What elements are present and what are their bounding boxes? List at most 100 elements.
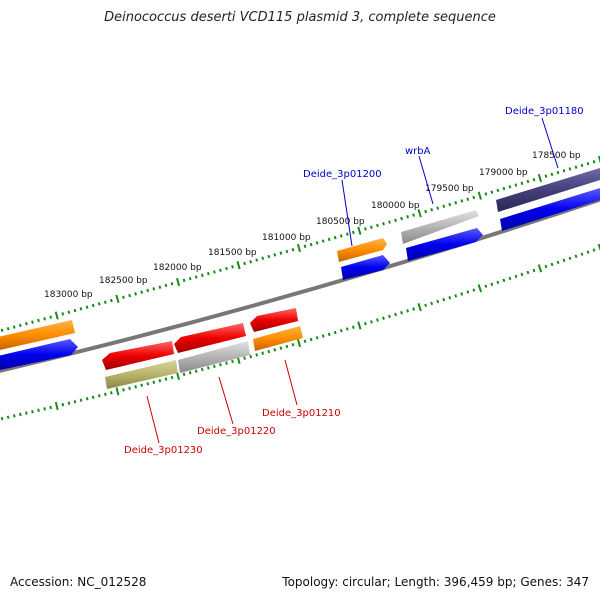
- ruler-minor-tick: [194, 275, 198, 279]
- cds-feature-blue[interactable]: [500, 188, 600, 231]
- ruler-minor-tick: [472, 195, 476, 200]
- ruler-minor-tick: [146, 382, 150, 386]
- map-title: Deinococcus deserti VCD115 plasmid 3, co…: [104, 10, 496, 25]
- ruler-minor-tick: [327, 332, 331, 337]
- gene-feature-purple[interactable]: [496, 168, 600, 212]
- ruler-minor-tick: [364, 227, 367, 231]
- gene-feature-red[interactable]: [250, 308, 298, 332]
- ruler-minor-tick: [309, 242, 313, 247]
- ruler-major-tick: [296, 243, 302, 253]
- ruler-minor-tick: [61, 312, 65, 316]
- ruler-minor-tick: [339, 329, 343, 333]
- ruler-minor-tick: [158, 285, 162, 289]
- cds-feature-blue[interactable]: [406, 228, 483, 261]
- ruler-minor-tick: [592, 248, 596, 252]
- gene-label-deide-3p01230[interactable]: Deide_3p01230: [124, 445, 203, 456]
- ruler-minor-tick: [182, 372, 186, 377]
- ruler-minor-tick: [43, 317, 46, 321]
- gene-label-deide-3p01180[interactable]: Deide_3p01180: [505, 106, 584, 117]
- ruler-label: 180000 bp: [371, 201, 420, 211]
- ruler-minor-tick: [12, 325, 16, 329]
- gene-feature-gray[interactable]: [401, 210, 479, 244]
- ruler-minor-tick: [303, 339, 307, 343]
- ruler-minor-tick: [466, 290, 470, 294]
- ruler-minor-tick: [556, 170, 560, 175]
- ruler-minor-tick: [188, 276, 192, 281]
- gene-feature-red[interactable]: [102, 341, 174, 370]
- ruler-major-tick: [537, 264, 543, 273]
- gene-feature-orange[interactable]: [337, 238, 387, 262]
- ruler-minor-tick: [267, 349, 271, 354]
- ruler-minor-tick: [0, 328, 4, 333]
- ruler-minor-tick: [134, 292, 137, 296]
- gene-label-deide-3p01220[interactable]: Deide_3p01220: [197, 426, 276, 437]
- ruler-minor-tick: [351, 230, 355, 235]
- cds-feature-blue[interactable]: [0, 339, 78, 370]
- ruler-minor-tick: [315, 336, 319, 340]
- ruler-minor-tick: [61, 402, 65, 407]
- ruler-minor-tick: [496, 188, 500, 193]
- ruler-minor-tick: [562, 169, 566, 173]
- ruler-major-tick: [477, 284, 483, 293]
- ruler-minor-tick: [285, 249, 289, 254]
- ruler-minor-tick: [273, 253, 277, 257]
- gene-feature-olive[interactable]: [105, 360, 178, 389]
- ruler-minor-tick: [496, 280, 500, 285]
- ruler-minor-tick: [490, 282, 494, 286]
- ruler-minor-tick: [152, 380, 156, 384]
- ruler-minor-tick: [514, 274, 518, 279]
- ruler-minor-tick: [97, 302, 101, 306]
- ruler-minor-tick: [430, 301, 434, 306]
- ruler-major-tick: [54, 311, 59, 320]
- ruler-minor-tick: [225, 361, 228, 365]
- gene-label-wrba[interactable]: wrbA: [405, 146, 431, 157]
- ruler-minor-tick: [249, 354, 253, 359]
- gene-feature-orange[interactable]: [0, 320, 75, 350]
- ruler-minor-tick: [97, 394, 101, 398]
- callout-line-deide-3p01180: [541, 117, 559, 169]
- ruler-minor-tick: [586, 250, 590, 254]
- ruler-minor-tick: [327, 237, 331, 242]
- ruler-label: 183000 bp: [44, 290, 93, 300]
- ruler-minor-tick: [291, 343, 295, 347]
- ruler-minor-tick: [285, 344, 289, 349]
- ruler-minor-tick: [502, 278, 506, 283]
- gene-label-deide-3p01200[interactable]: Deide_3p01200: [303, 169, 382, 180]
- ruler-minor-tick: [12, 414, 16, 418]
- ruler-minor-tick: [85, 305, 89, 309]
- gene-feature-orange[interactable]: [253, 326, 303, 351]
- ruler-minor-tick: [406, 309, 409, 313]
- cds-feature-blue[interactable]: [341, 255, 390, 280]
- ruler-minor-tick: [219, 363, 222, 367]
- ruler-minor-tick: [303, 244, 307, 248]
- ruler-minor-tick: [261, 256, 265, 260]
- ruler-minor-tick: [321, 239, 325, 243]
- ruler-minor-tick: [370, 320, 373, 324]
- ruler-minor-tick: [376, 318, 379, 322]
- ruler-minor-tick: [550, 172, 554, 177]
- ruler-minor-tick: [333, 330, 337, 335]
- ruler-minor-tick: [394, 312, 397, 317]
- ruler-major-tick: [176, 277, 181, 287]
- ruler-minor-tick: [122, 295, 125, 299]
- ruler-minor-tick: [454, 201, 458, 205]
- ruler-minor-tick: [520, 272, 524, 277]
- ruler-minor-tick: [592, 160, 596, 164]
- ruler-minor-tick: [370, 225, 373, 229]
- ruler-minor-tick: [200, 367, 204, 372]
- gene-feature-red[interactable]: [174, 323, 246, 353]
- ruler-minor-tick: [6, 415, 10, 419]
- ruler-label: 179000 bp: [479, 168, 528, 178]
- ruler-minor-tick: [6, 327, 10, 331]
- ruler-outer: [0, 155, 600, 333]
- ruler-minor-tick: [110, 298, 113, 303]
- ruler-minor-tick: [388, 314, 391, 319]
- ruler-minor-tick: [128, 386, 131, 391]
- plasmid-backbone: [0, 197, 600, 373]
- gene-label-deide-3p01210[interactable]: Deide_3p01210: [262, 408, 341, 419]
- ruler-inner: [0, 243, 600, 421]
- ruler-minor-tick: [67, 310, 71, 314]
- gene-feature-gray[interactable]: [178, 341, 250, 373]
